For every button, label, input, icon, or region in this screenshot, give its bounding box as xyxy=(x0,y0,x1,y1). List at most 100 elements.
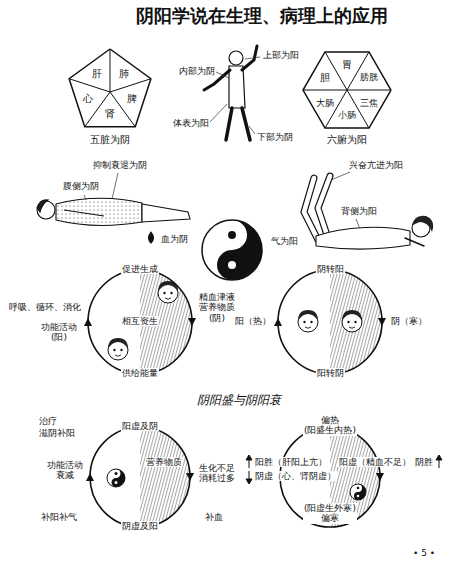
organ-cell: 膀胱 xyxy=(359,71,379,83)
organ-cell: 大肠 xyxy=(315,97,335,109)
organ-name: 大肠 xyxy=(316,98,334,108)
label: 抑制衰退为阴 xyxy=(92,160,148,170)
standing-figure xyxy=(204,46,257,140)
polygon-outline xyxy=(69,49,151,127)
label: 功能活动 (阳) xyxy=(40,322,78,343)
shape-svg xyxy=(278,270,382,374)
yin-hatch xyxy=(330,270,382,374)
circle-text: 阳虚及阴 xyxy=(121,421,159,431)
organ-cell: 胆 xyxy=(319,71,331,85)
figure-legs xyxy=(142,204,190,222)
yin-yang-circle: 阳虚及阴营养物质生化不足 消耗过多阴虚及阳 xyxy=(90,427,190,527)
label: 阴胜 xyxy=(414,457,434,467)
figure-leg xyxy=(242,108,250,140)
label: 体表为阳 xyxy=(172,118,210,128)
figure-body xyxy=(316,227,410,249)
segment-line xyxy=(347,52,369,90)
circle-text: 供给能量 xyxy=(121,368,159,378)
organ-name: 小肠 xyxy=(338,110,356,120)
figure-leg xyxy=(226,108,232,140)
label: 背侧为阳 xyxy=(340,206,378,216)
yin-yang-symbol xyxy=(202,220,262,280)
shape-outline xyxy=(69,49,151,127)
circle-text: 阳虚（精血不足） xyxy=(338,457,412,467)
reclining-figure xyxy=(304,176,433,249)
figure-leg xyxy=(318,176,330,238)
circle-text: 精血津液 营养物质 (阴) xyxy=(198,292,236,323)
shape-svg xyxy=(302,44,392,134)
organ-name: 三焦 xyxy=(360,98,378,108)
level-arrows xyxy=(246,455,442,484)
segment-line xyxy=(347,90,391,91)
circle-outline xyxy=(88,270,192,374)
label: 补血 xyxy=(204,512,224,522)
organ-name: 心 xyxy=(83,93,93,105)
label: 补阳补气 xyxy=(40,512,78,522)
figure-arm xyxy=(405,238,424,246)
shape-outline xyxy=(278,270,382,374)
circle-outline xyxy=(278,270,382,374)
caption: 五脏为阴 xyxy=(89,134,131,146)
segment-line xyxy=(69,79,110,92)
label: 呼吸、循环、消化 xyxy=(8,302,82,312)
figure-hair xyxy=(37,200,48,212)
circle-text: 阴转阳 xyxy=(316,264,345,274)
circle-text: 阳转阴 xyxy=(316,368,345,378)
leader-line xyxy=(210,104,227,122)
label: 下部为阴 xyxy=(256,132,294,142)
arrowhead xyxy=(436,455,442,460)
segment-line xyxy=(110,79,151,92)
circle-text: 营养物质 xyxy=(145,457,183,467)
figure-torso xyxy=(56,198,142,225)
circle-text: 阳（热） xyxy=(234,316,272,326)
handwritten-heading: 阴阳盛与阴阳衰 xyxy=(196,394,282,408)
organ-name: 膀胱 xyxy=(360,72,378,82)
segment-line xyxy=(347,90,369,128)
leader-line xyxy=(112,173,118,199)
title: 阴阳学说在生理、病理上的应用 xyxy=(136,5,388,27)
yin-yang-symbol xyxy=(350,484,366,500)
shape-outline xyxy=(303,52,391,128)
circle-text: 阴（寒） xyxy=(390,316,428,326)
label: 气为阳 xyxy=(270,236,299,246)
organ-hexagon: 胆胃膀胱大肠小肠三焦六腑为阳 xyxy=(302,44,392,134)
face-icon xyxy=(342,310,362,332)
label: 治疗 xyxy=(38,416,58,426)
label: 血为阴 xyxy=(160,234,189,244)
circle-text: (阳虚生外寒) 偏寒 xyxy=(303,503,357,524)
yin-yang-circle: 偏热 (阳盛生内热)阳胜（肝阳上亢）阴虚（心、肾阴虚）阳虚（精血不足）(阳虚生外… xyxy=(280,427,380,527)
shape-svg xyxy=(66,44,154,134)
yin-yang-circle: 阴转阳阳（热）阴（寒）阳转阴 xyxy=(278,270,382,374)
organ-pentagon: 肝肺心脾肾五脏为阴 xyxy=(66,44,154,134)
organ-name: 肝 xyxy=(92,68,102,80)
organ-cell: 脾 xyxy=(126,92,138,106)
organ-name: 肾 xyxy=(105,108,115,120)
figure-hair xyxy=(412,216,433,232)
figure-leg xyxy=(318,176,330,238)
leader-line xyxy=(331,172,350,180)
shape-svg xyxy=(90,427,190,527)
organ-name: 胃 xyxy=(342,59,352,71)
label: 功能活动 衰减 xyxy=(46,460,84,481)
circle-text: 相互资生 xyxy=(121,316,159,326)
organ-cell: 小肠 xyxy=(337,109,357,121)
organ-cell: 心 xyxy=(82,92,94,106)
face-icon xyxy=(298,310,318,332)
label: 腹侧为阴 xyxy=(62,181,100,191)
organ-name: 肺 xyxy=(119,68,129,80)
circle-text: 偏热 (阳盛生内热) xyxy=(303,415,357,436)
organ-cell: 胃 xyxy=(341,58,353,72)
organ-name: 胆 xyxy=(320,72,330,84)
shape-outline xyxy=(88,270,192,374)
arrowhead xyxy=(246,455,252,460)
circle-text: 阴虚及阳 xyxy=(121,521,159,531)
figure-torso xyxy=(229,66,245,108)
label: 内部为阴 xyxy=(178,66,216,76)
segment-line xyxy=(325,52,347,90)
yin-yang-symbol xyxy=(107,469,125,487)
segment-line xyxy=(110,49,111,92)
yin-yang-circle: 促进生成相互资生精血津液 营养物质 (阴)供给能量 xyxy=(88,270,192,374)
leader-line xyxy=(249,126,255,134)
